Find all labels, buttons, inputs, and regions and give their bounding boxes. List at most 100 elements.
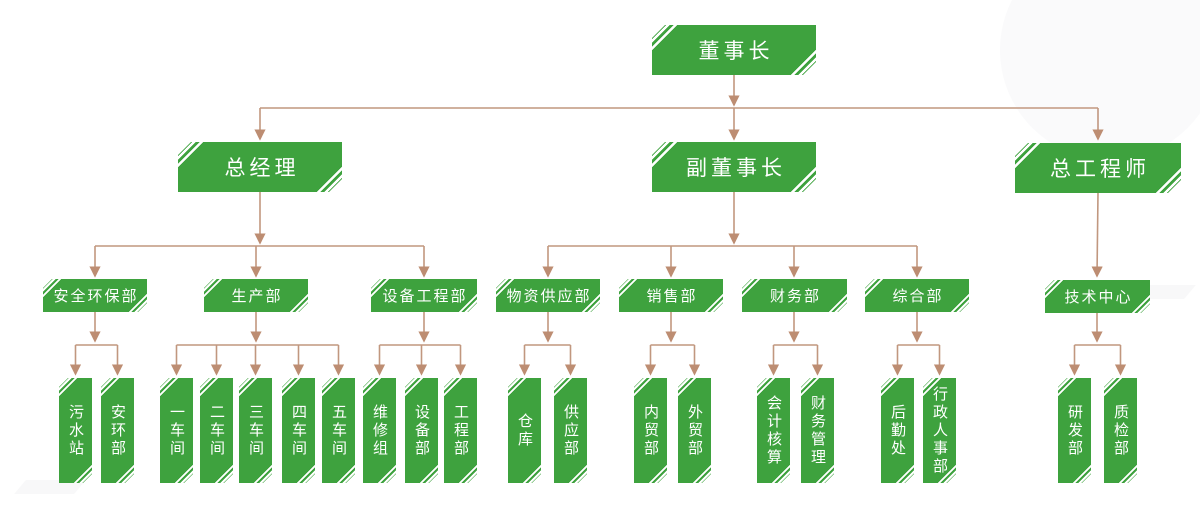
corner-stripe-tl: [160, 378, 180, 398]
node-label: 安环部: [109, 403, 127, 458]
org-node-equipment-engineering-dept: 设备工程部: [371, 279, 477, 312]
corner-stripe-tl: [405, 378, 425, 398]
node-label: 会计核算: [765, 394, 783, 467]
corner-stripe-tl: [101, 378, 121, 398]
org-node-foreign-trade-dept: 外贸部: [678, 378, 711, 483]
corner-stripe-tl: [371, 279, 391, 299]
corner-stripe-br: [173, 463, 193, 483]
node-label: 总工程师: [1050, 157, 1150, 181]
corner-stripe-tl: [444, 378, 464, 398]
corner-stripe-tl: [282, 378, 302, 398]
corner-stripe-br: [335, 463, 355, 483]
corner-stripe-br: [418, 463, 438, 483]
node-label: 三车间: [247, 403, 265, 458]
connectors-general-manager: [89, 192, 430, 278]
corner-stripe-br: [949, 292, 969, 312]
corner-stripe-br: [827, 292, 847, 312]
node-label: 研发部: [1066, 403, 1084, 458]
org-node-workshop-2: 二车间: [200, 378, 233, 483]
org-node-production-dept: 生产部: [204, 279, 308, 312]
org-node-rd-dept: 研发部: [1058, 378, 1091, 483]
corner-stripe-br: [376, 463, 396, 483]
corner-stripe-br: [1071, 463, 1091, 483]
node-label: 综合部: [892, 287, 944, 305]
corner-stripe-br: [288, 292, 308, 312]
corner-stripe-br: [770, 463, 790, 483]
corner-stripe-br: [457, 292, 477, 312]
corner-stripe-tl: [239, 378, 259, 398]
connectors-level4: [69, 312, 1127, 376]
corner-stripe-tl: [634, 378, 654, 398]
corner-stripe-tl: [200, 378, 220, 398]
node-label: 工程部: [452, 403, 470, 458]
org-node-warehouse: 仓库: [508, 378, 541, 483]
node-label: 技术中心: [1064, 288, 1133, 306]
corner-stripe-br: [691, 463, 711, 483]
org-node-workshop-3: 三车间: [239, 378, 272, 483]
corner-stripe-br: [252, 463, 272, 483]
node-label: 物资供应部: [506, 287, 592, 305]
node-label: 仓库: [516, 412, 534, 449]
corner-stripe-br: [521, 463, 541, 483]
org-node-engineering-dept: 工程部: [444, 378, 477, 483]
corner-stripe-tl: [496, 279, 516, 299]
node-label: 副董事长: [686, 156, 786, 180]
node-label: 污水站: [67, 403, 85, 458]
corner-stripe-tl: [801, 378, 821, 398]
org-node-sewage-station: 污水站: [59, 378, 92, 483]
org-node-chief-engineer: 总工程师: [1015, 143, 1181, 193]
corner-stripe-tl: [43, 279, 63, 299]
org-node-sales-dept: 销售部: [619, 279, 723, 312]
org-node-safety-env-dept: 安全环保部: [43, 279, 147, 312]
org-node-supply-dept: 供应部: [554, 378, 587, 483]
org-node-technology-center: 技术中心: [1045, 280, 1150, 313]
org-node-general-affairs-dept: 综合部: [865, 279, 969, 312]
node-label: 内贸部: [642, 403, 660, 458]
corner-stripe-br: [647, 463, 667, 483]
org-node-admin-hr-dept: 行政人事部: [923, 378, 956, 483]
node-label: 供应部: [562, 403, 580, 458]
corner-stripe-tl: [204, 279, 224, 299]
corner-stripe-br: [72, 463, 92, 483]
node-label: 行政人事部: [931, 385, 949, 476]
node-label: 外贸部: [686, 403, 704, 458]
node-label: 总经理: [224, 156, 300, 180]
org-node-safety-env-office: 安环部: [101, 378, 134, 483]
org-node-general-manager: 总经理: [178, 142, 342, 192]
corner-stripe-tl: [742, 279, 762, 299]
corner-stripe-tl: [59, 378, 79, 398]
connectors-chief-engineer: [1091, 192, 1103, 278]
corner-stripe-br: [567, 463, 587, 483]
node-label: 销售部: [646, 287, 698, 305]
node-label: 生产部: [231, 287, 283, 305]
corner-stripe-tl: [363, 378, 383, 398]
corner-stripe-br: [894, 463, 914, 483]
corner-stripe-br: [295, 463, 315, 483]
org-node-finance-dept: 财务部: [742, 279, 847, 312]
corner-stripe-br: [703, 292, 723, 312]
node-label: 设备工程部: [382, 287, 468, 305]
corner-stripe-tl: [757, 378, 777, 398]
corner-stripe-br: [457, 463, 477, 483]
org-node-chairman: 董事长: [652, 25, 816, 75]
corner-stripe-br: [127, 292, 147, 312]
org-node-accounting: 会计核算: [757, 378, 790, 483]
corner-stripe-tl: [678, 378, 698, 398]
corner-stripe-tl: [881, 378, 901, 398]
corner-stripe-tl: [322, 378, 342, 398]
org-node-financial-management: 财务管理: [801, 378, 834, 483]
corner-stripe-br: [213, 463, 233, 483]
corner-stripe-tl: [508, 378, 528, 398]
corner-stripe-tl: [554, 378, 574, 398]
corner-stripe-tl: [1058, 378, 1078, 398]
org-node-vice-chairman: 副董事长: [652, 142, 816, 192]
corner-stripe-br: [1117, 463, 1137, 483]
corner-stripe-br: [936, 463, 956, 483]
corner-stripe-tl: [1104, 378, 1124, 398]
node-label: 财务管理: [809, 394, 827, 467]
corner-stripe-br: [1130, 293, 1150, 313]
org-node-workshop-5: 五车间: [322, 378, 355, 483]
node-label: 后勤处: [889, 403, 907, 458]
